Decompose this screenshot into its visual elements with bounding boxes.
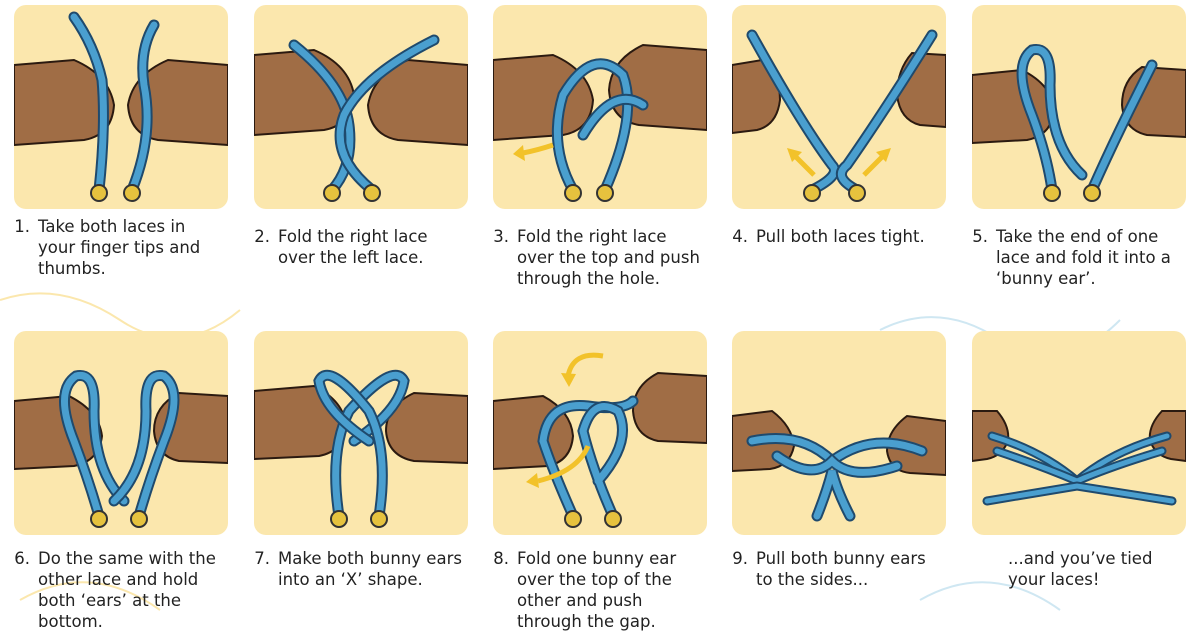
step-illustration [14,5,228,209]
eyelet-icon [324,185,380,201]
step-illustration [254,331,468,535]
step-caption: 2. Fold the right lace over the left lac… [250,226,465,268]
step-number: 8. [489,548,517,632]
step-illustration [493,5,707,209]
step-caption: 6. Do the same with the other lace and h… [10,548,225,632]
step-caption: 8. Fold one bunny ear over the top of th… [489,548,704,632]
eyelet-icon [804,185,865,201]
eyelet-icon [565,185,613,201]
step-number: 9. [728,548,756,590]
step-text: Fold the right lace over the left lace. [278,226,465,268]
step-number: 4. [728,226,756,247]
step-caption: 7. Make both bunny ears into an ‘X’ shap… [250,548,465,590]
step-number: 3. [489,226,517,289]
step-number: 6. [10,548,38,632]
step-text: Make both bunny ears into an ‘X’ shape. [278,548,465,590]
step-text: Fold one bunny ear over the top of the o… [517,548,704,632]
step-caption: 4. Pull both laces tight. [728,226,943,247]
bow-icon [987,436,1172,501]
step-text: Pull both bunny ears to the sides... [756,548,943,590]
step-caption: 3. Fold the right lace over the top and … [489,226,704,289]
step-number: 1. [10,216,38,279]
step-number: 2. [250,226,278,268]
eyelet-icon [565,511,621,527]
lace-icon [64,375,174,516]
step-illustration [732,5,946,209]
step-illustration [972,5,1186,209]
step-text: ...and you’ve tied your laces! [968,548,1183,590]
step-caption: 5. Take the end of one lace and fold it … [968,226,1183,289]
step-caption: 9. Pull both bunny ears to the sides... [728,548,943,590]
eyelet-icon [91,185,140,201]
step-text: Fold the right lace over the top and pus… [517,226,704,289]
right-hand-icon [633,373,707,443]
step-text: Take the end of one lace and fold it int… [996,226,1183,289]
step-illustration [254,5,468,209]
step-caption: ...and you’ve tied your laces! [968,548,1183,590]
step-caption: 1. Take both laces in your finger tips a… [10,216,225,279]
eyelet-icon [91,511,147,527]
step-illustration [972,331,1186,535]
right-hand-icon [897,53,946,127]
eyelet-icon [1044,185,1100,201]
step-number: 7. [250,548,278,590]
step-illustration [493,331,707,535]
arrow-icon [513,145,553,161]
step-text: Do the same with the other lace and hold… [38,548,225,632]
step-text: Take both laces in your finger tips and … [38,216,225,279]
step-text: Pull both laces tight. [756,226,943,247]
step-illustration [732,331,946,535]
step-number: 5. [968,226,996,289]
step-illustration [14,331,228,535]
eyelet-icon [331,511,387,527]
